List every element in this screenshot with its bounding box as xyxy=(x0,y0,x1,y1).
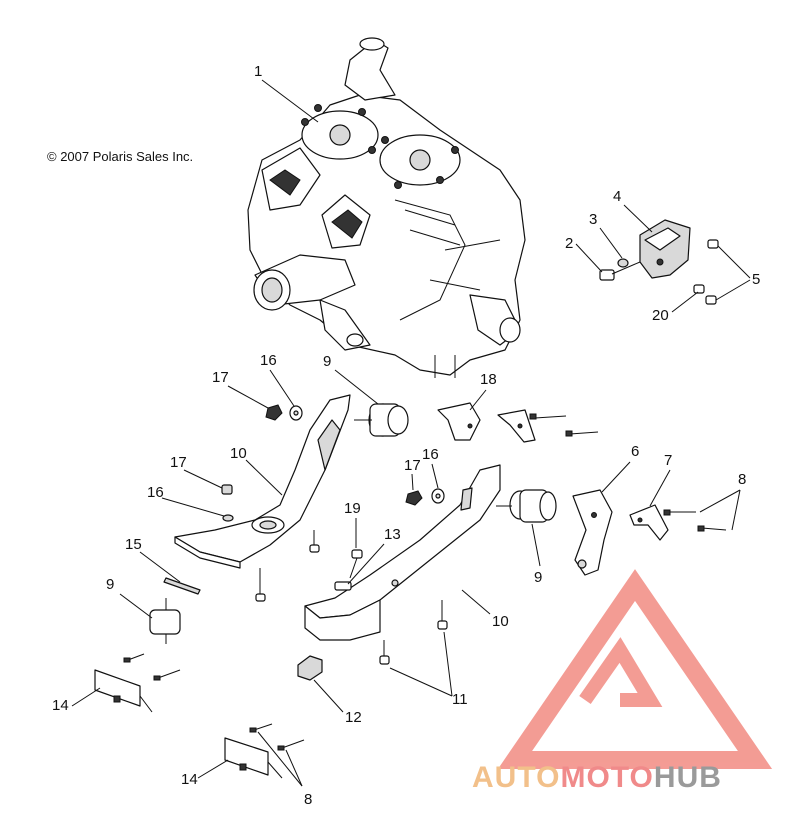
callout-14-lower: 14 xyxy=(181,771,198,788)
callout-1: 1 xyxy=(254,63,262,80)
callout-9-top: 9 xyxy=(323,353,331,370)
strap-15 xyxy=(163,577,201,595)
callout-18: 18 xyxy=(480,371,497,388)
callout-8-lower: 8 xyxy=(304,791,312,808)
spacer-13 xyxy=(334,581,352,591)
copyright-text: © 2007 Polaris Sales Inc. xyxy=(47,149,193,164)
rivets-left xyxy=(123,653,181,681)
callout-17-right: 17 xyxy=(404,457,421,474)
rivets-right xyxy=(663,509,727,532)
bushing-12 xyxy=(297,655,323,681)
callout-4: 4 xyxy=(613,188,621,205)
bolts-5 xyxy=(693,239,719,305)
callout-8-right: 8 xyxy=(738,471,746,488)
watermark-logo xyxy=(497,569,773,769)
nut-17-right xyxy=(405,490,423,506)
right-engine-mount-plate xyxy=(304,464,501,641)
bracket-7 xyxy=(629,504,669,541)
callout-16-right: 16 xyxy=(422,446,439,463)
callout-11: 11 xyxy=(452,691,468,708)
callout-7: 7 xyxy=(664,452,672,469)
callout-6: 6 xyxy=(631,443,639,460)
bolt-left-plate-b xyxy=(255,568,266,602)
callout-9-right: 9 xyxy=(534,569,542,586)
callout-17-top: 17 xyxy=(212,369,229,386)
callout-5: 5 xyxy=(752,271,760,288)
callout-3: 3 xyxy=(589,211,597,228)
callout-16-left: 16 xyxy=(147,484,164,501)
callout-19: 19 xyxy=(344,500,361,517)
callout-17-left: 17 xyxy=(170,454,187,471)
bolt-left-plate-a xyxy=(309,530,320,553)
rivets-lower xyxy=(249,723,305,751)
rubber-mount-lower-left xyxy=(149,598,181,644)
callout-2: 2 xyxy=(565,235,573,252)
washer-16-left xyxy=(222,514,234,522)
bolt-2 xyxy=(599,261,641,281)
callout-15: 15 xyxy=(125,536,142,553)
washer-16-right xyxy=(431,488,445,504)
bolt-19 xyxy=(349,549,363,579)
rubber-mount-upper xyxy=(354,403,409,437)
callout-13: 13 xyxy=(384,526,401,543)
bracket-6 xyxy=(572,489,613,576)
rubber-mount-right xyxy=(496,489,557,523)
left-engine-mount-plate xyxy=(174,394,351,569)
engine-assembly xyxy=(247,37,526,378)
nut-17-left xyxy=(221,484,233,495)
callout-20: 20 xyxy=(652,307,669,324)
callout-16-top: 16 xyxy=(260,352,277,369)
callout-10-right: 10 xyxy=(492,613,509,630)
washer-16-upper xyxy=(289,405,303,421)
watermark-text: AUTOMOTOHUB xyxy=(472,761,722,794)
nut-17-upper xyxy=(265,404,283,421)
washer-3 xyxy=(617,258,629,268)
callout-14-upper: 14 xyxy=(52,697,69,714)
callout-9-left: 9 xyxy=(106,576,114,593)
upper-mount-bracket xyxy=(639,219,691,279)
bracket-14-upper xyxy=(94,669,153,713)
callout-10-left: 10 xyxy=(230,445,247,462)
callout-12: 12 xyxy=(345,709,362,726)
bolts-11 xyxy=(379,600,448,665)
svg-text:AUTOMOTOHUB: AUTOMOTOHUB xyxy=(472,761,722,794)
bracket-18 xyxy=(437,402,599,443)
bracket-14-lower xyxy=(224,737,283,779)
